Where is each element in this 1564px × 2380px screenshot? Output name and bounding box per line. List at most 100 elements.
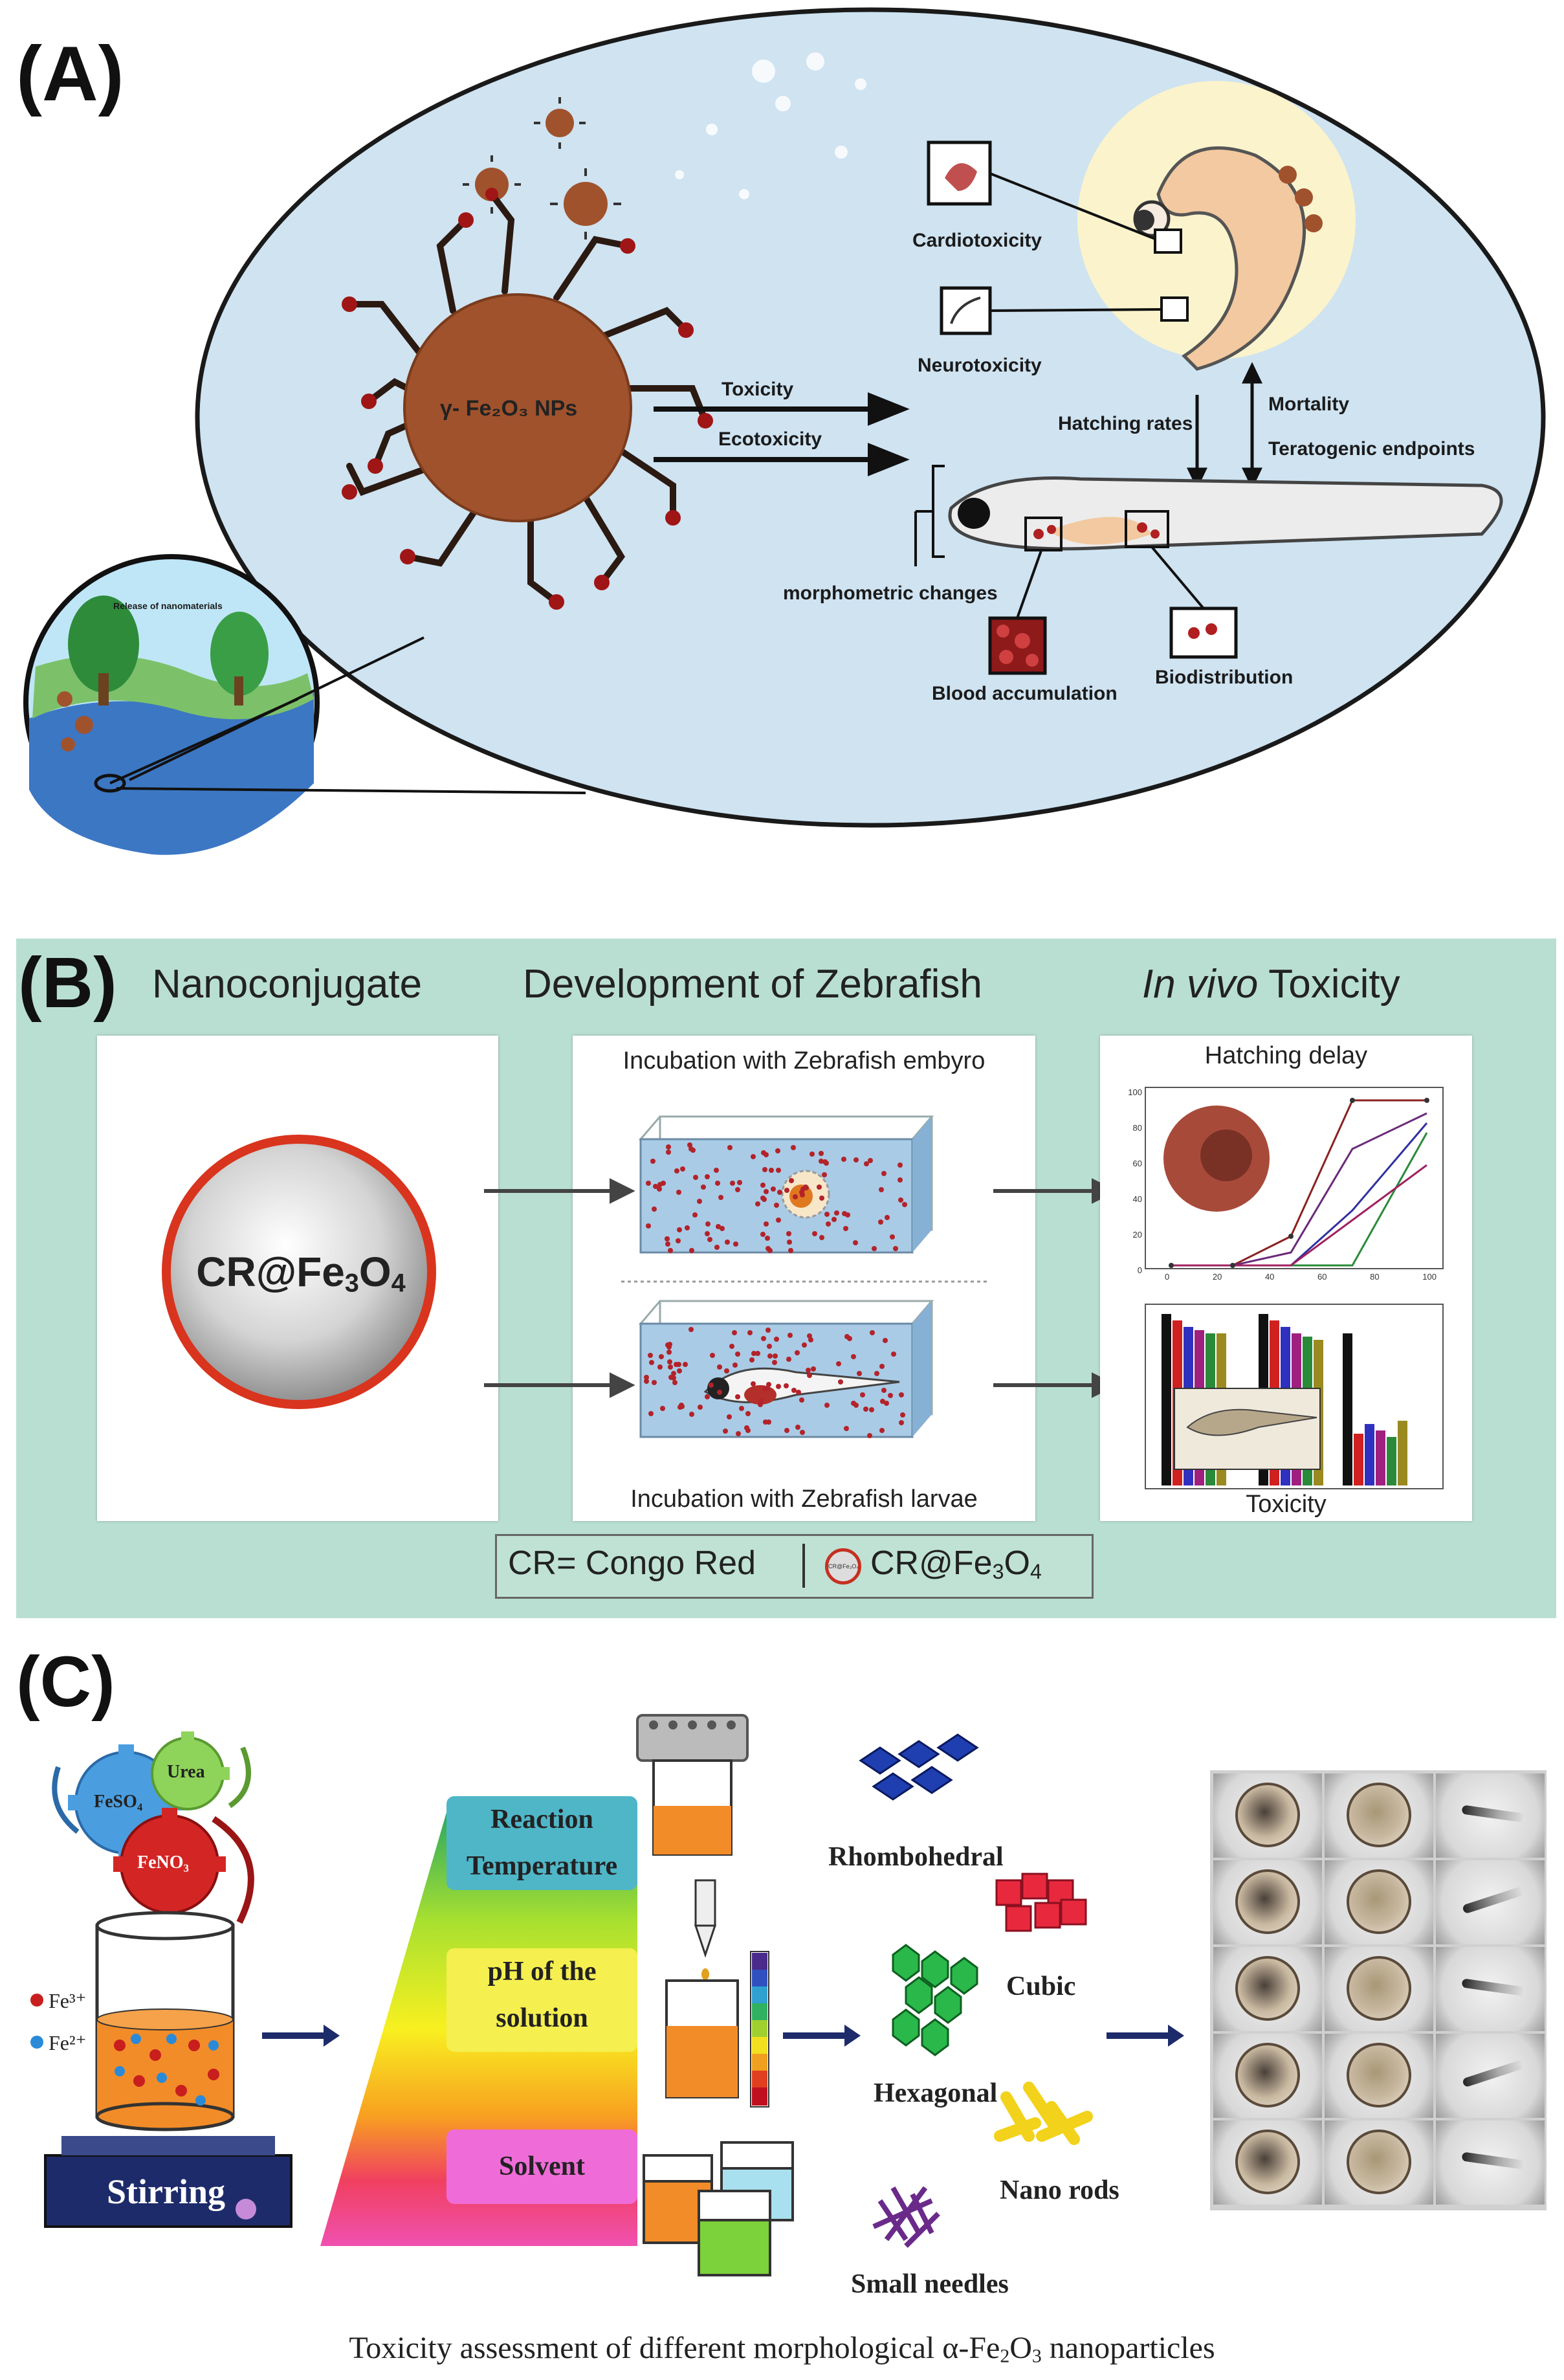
particle-dot (884, 1214, 890, 1220)
biodistribution-label: Biodistribution (1155, 667, 1294, 688)
embryo (1156, 146, 1306, 371)
param-ph: pH of the solution (446, 1948, 637, 2052)
param-label: pH of the solution (487, 1957, 597, 2033)
morph-needles: Small needles (851, 2269, 1009, 2299)
particle-dot (877, 1219, 883, 1225)
particle-dot (774, 1202, 780, 1208)
particle-dot (819, 1235, 824, 1241)
particle-dot (765, 1386, 771, 1392)
cubic-shapes (995, 1873, 1087, 1932)
particle-dot (802, 1184, 808, 1190)
particle-dot (743, 1425, 749, 1431)
particle-dot (768, 1167, 774, 1173)
particle-dot (765, 1419, 771, 1425)
microscopy-image (1213, 1774, 1322, 1858)
microscopy-image (1213, 2120, 1322, 2205)
particle-dot (757, 1401, 763, 1407)
particle-dot (761, 1385, 767, 1391)
legend-conjugate: CR@Fe3O4 (870, 1544, 1042, 1584)
embryo-image (1235, 2043, 1300, 2108)
particle-dot (705, 1394, 710, 1399)
gear-label-feso4: FeSO₄ (94, 1792, 143, 1812)
panel-b-legend (495, 1534, 1094, 1599)
particle-dot (676, 1368, 682, 1374)
particle-dot (823, 1160, 829, 1166)
particle-dot (826, 1221, 832, 1227)
particle-dot (884, 1400, 890, 1406)
particle-dot (727, 1414, 732, 1419)
gear-label-urea: Urea (167, 1762, 205, 1782)
particle-dot (784, 1187, 789, 1193)
particle-dot (670, 1371, 676, 1377)
particle-dot (651, 1379, 657, 1385)
particle-dot (763, 1151, 769, 1157)
particle-dot (766, 1343, 772, 1349)
particle-dot (869, 1329, 875, 1335)
particle-dot (737, 1179, 743, 1185)
particle-dot (765, 1235, 771, 1241)
toxicity-title: Toxicity (1246, 1491, 1327, 1518)
caption-post: nanoparticles (1041, 2331, 1215, 2365)
particle-dot (836, 1361, 842, 1366)
particle-dot (888, 1393, 894, 1399)
particle-dot (738, 1406, 744, 1412)
particle-dot (898, 1420, 904, 1426)
sphere-label: CR@Fe3O4 (194, 1248, 408, 1298)
embryo-image (1347, 1956, 1411, 2021)
particle-dot (735, 1351, 741, 1357)
particle-dot (817, 1184, 822, 1190)
particle-dot (688, 1247, 694, 1253)
sphere-label-mid: O (358, 1249, 391, 1295)
particle-dot (679, 1402, 685, 1408)
particle-dot (664, 1236, 670, 1242)
particle-dot (883, 1338, 888, 1344)
embryo-image (1235, 1869, 1300, 1934)
particle-dot (844, 1425, 850, 1431)
particle-dot (763, 1189, 769, 1195)
caption-pre: Toxicity assessment of different morphol… (349, 2331, 1000, 2365)
particle-dot (709, 1353, 715, 1359)
particle-dot (795, 1424, 800, 1430)
microscopy-image (1213, 1947, 1322, 2031)
rhombohedral-shapes (859, 1733, 979, 1801)
panel-c-caption: Toxicity assessment of different morphol… (0, 2330, 1564, 2368)
particle-dot (679, 1166, 685, 1172)
nanoparticle-ligands (346, 191, 709, 605)
legend-conj-sub2: 4 (1030, 1560, 1042, 1584)
particle-dot (859, 1392, 865, 1398)
particle-dot (787, 1332, 793, 1338)
particle-dot (871, 1245, 877, 1251)
particle-dot (729, 1344, 734, 1350)
particle-dot (776, 1167, 782, 1173)
legend-divider (802, 1544, 805, 1588)
particle-dot (745, 1428, 751, 1434)
y-tick: 80 (1132, 1123, 1142, 1133)
particle-dot (868, 1407, 874, 1412)
ion-label-fe3: Fe³⁺ (49, 1989, 87, 2012)
particle-dot (644, 1375, 649, 1381)
particle-dot (879, 1186, 885, 1192)
particle-dot (735, 1394, 741, 1400)
particle-dot (648, 1360, 654, 1366)
particle-dot (665, 1342, 671, 1348)
particle-dot (897, 1177, 903, 1183)
sphere-label-sub1: 3 (344, 1269, 359, 1298)
particle-dot (819, 1196, 825, 1201)
particle-dot (727, 1144, 733, 1150)
particle-dot (735, 1186, 741, 1192)
larva-image (1461, 1805, 1524, 1823)
particle-dot (857, 1370, 863, 1376)
particle-dot (758, 1398, 764, 1404)
microscopy-image (1325, 2034, 1433, 2118)
particle-dot (784, 1383, 789, 1388)
embryo-image (1347, 2043, 1411, 2108)
particle-dot (684, 1225, 690, 1230)
gear-label-feno3: FeNO₃ (137, 1852, 189, 1873)
legend-conj-mid: O (1004, 1544, 1030, 1582)
particle-dot (717, 1364, 723, 1370)
particle-dot (723, 1428, 729, 1434)
particle-dot (774, 1337, 780, 1342)
x-tick: 0 (1165, 1272, 1170, 1282)
particle-dot (656, 1186, 662, 1192)
particle-dot (671, 1375, 677, 1381)
